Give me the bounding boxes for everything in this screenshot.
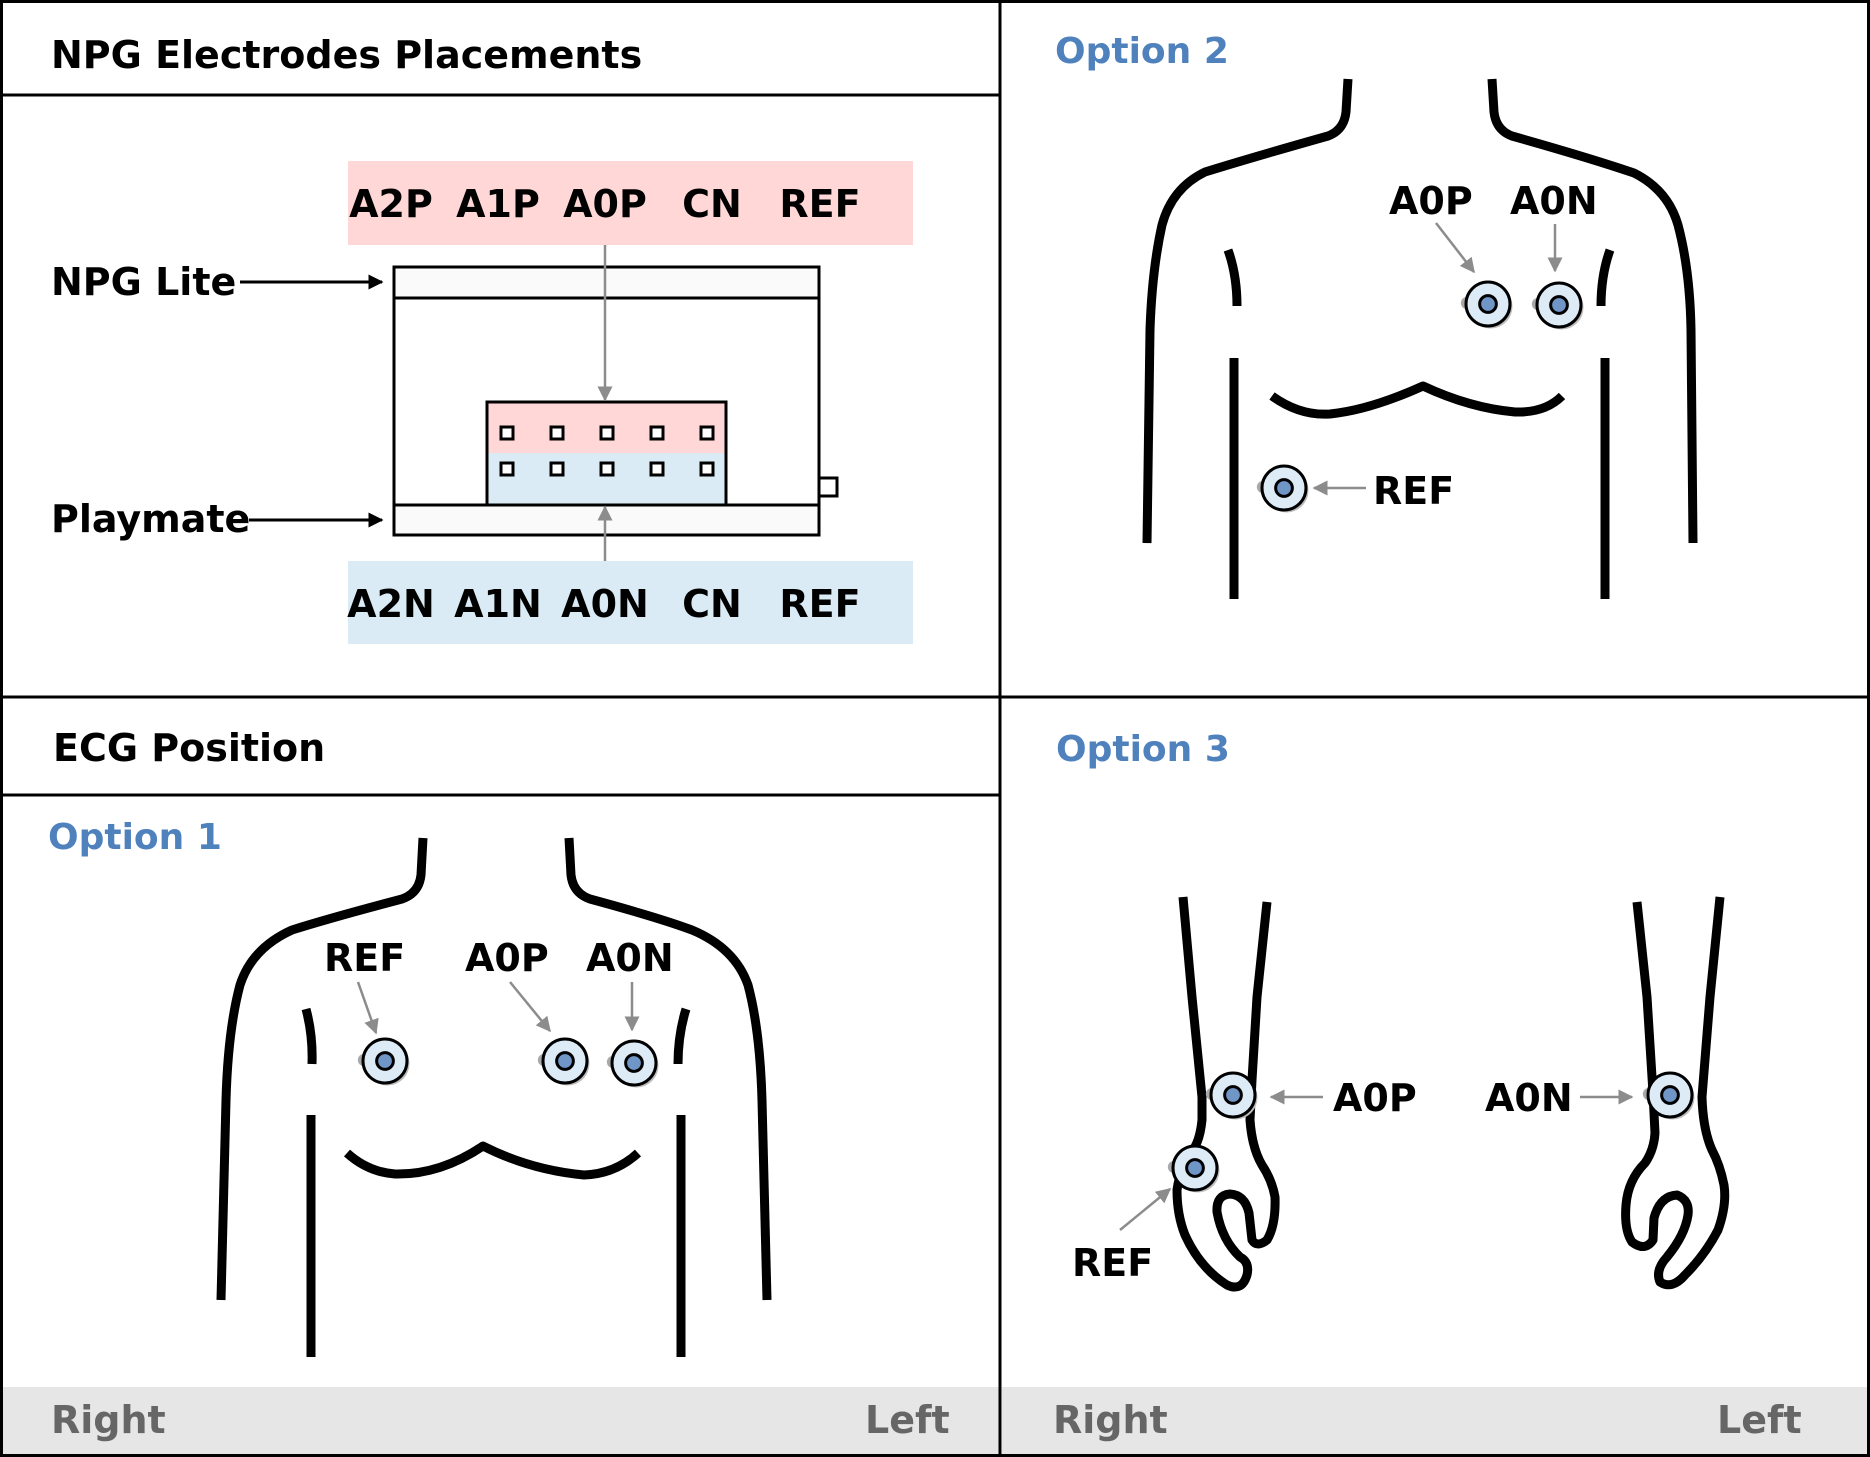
pin-hole	[599, 425, 615, 441]
option3-electrodes	[1167, 1071, 1695, 1193]
negative-pin-label: A1N	[454, 582, 542, 626]
negative-pin-label: REF	[779, 582, 860, 626]
electrode-a0p	[537, 1037, 590, 1086]
npg-lite-label: NPG Lite	[51, 260, 236, 304]
ecg-title: ECG Position	[53, 726, 325, 770]
pin-hole	[549, 461, 565, 477]
footer-left-side-label: Left	[1717, 1398, 1802, 1442]
positive-pin-label: A2P	[349, 182, 433, 226]
electrode-a0p	[1205, 1071, 1258, 1120]
pin-hole	[699, 425, 715, 441]
electrode-ref	[1256, 464, 1309, 513]
panel-option1: ECG Position Option 1 REF A0P A0N Right …	[48, 726, 950, 1442]
torso-outline	[216, 837, 772, 1357]
negative-pin-row-box	[348, 561, 913, 644]
electrode-a0n	[1642, 1071, 1695, 1120]
npg-lite-board	[392, 265, 821, 300]
negative-pin-label: A2N	[347, 582, 435, 626]
option1-title: Option 1	[48, 817, 222, 858]
electrode-gel-center	[1185, 1158, 1205, 1178]
electrode-gel-center	[1274, 478, 1294, 498]
panel-option3: Option 3 A0P REF A0N Right Left	[1053, 729, 1802, 1442]
pin-holes	[499, 425, 715, 477]
negative-pin-labels: A2N A1N A0N CN REF	[347, 582, 860, 626]
electrode-gel-center	[1549, 295, 1569, 315]
option3-title: Option 3	[1056, 729, 1230, 770]
option3-label-ref: REF	[1072, 1241, 1153, 1285]
positive-pin-label: A0P	[563, 182, 647, 226]
option2-electrodes	[1256, 280, 1584, 513]
positive-pin-label: CN	[682, 182, 742, 226]
option3-arrow-ref	[1119, 1188, 1172, 1231]
option1-arrow-ref	[356, 981, 379, 1035]
option3-label-a0n: A0N	[1485, 1076, 1573, 1120]
electrode-ref	[357, 1037, 410, 1086]
electrode-ref	[1167, 1144, 1220, 1193]
positive-pin-label: A1P	[456, 182, 540, 226]
option1-arrow-a0p	[509, 981, 551, 1033]
electrode-gel-center	[1223, 1085, 1243, 1105]
pin-hole	[649, 425, 665, 441]
option1-label-a0p: A0P	[465, 936, 549, 980]
pin-hole	[499, 425, 515, 441]
option1-label-ref: REF	[324, 936, 405, 980]
panel-option2: Option 2 A0P A0N REF	[1055, 31, 1698, 599]
option2-arrow-a0p	[1435, 222, 1475, 274]
electrode-a0p	[1460, 280, 1513, 329]
panel-placements: NPG Electrodes Placements A2P A1P A0P CN REF…	[51, 33, 913, 644]
playmate-label: Playmate	[51, 497, 250, 541]
electrode-a0n	[1531, 281, 1584, 330]
option1-label-a0n: A0N	[586, 936, 674, 980]
electrode-gel-center	[375, 1051, 395, 1071]
option2-label-a0n: A0N	[1510, 179, 1598, 223]
pin-hole	[699, 461, 715, 477]
electrode-gel-center	[1478, 294, 1498, 314]
negative-pin-label: CN	[682, 582, 742, 626]
connector-negative-half	[487, 453, 726, 505]
option2-label-a0p: A0P	[1389, 179, 1473, 223]
electrode-gel-center	[555, 1051, 575, 1071]
footer-right-side-label: Right	[51, 1398, 166, 1442]
footer-right-side-label: Right	[1053, 1398, 1168, 1442]
pin-hole	[549, 425, 565, 441]
positive-pin-row-box	[348, 161, 913, 245]
right-arm-outline	[1172, 896, 1280, 1292]
positive-pin-labels: A2P A1P A0P CN REF	[349, 182, 860, 226]
footer-bar-right-panel	[1002, 1387, 1867, 1454]
pin-hole	[649, 461, 665, 477]
pin-hole	[599, 461, 615, 477]
option2-label-ref: REF	[1373, 469, 1454, 513]
playmate-board	[392, 503, 821, 537]
option3-label-a0p: A0P	[1333, 1076, 1417, 1120]
positive-pin-label: REF	[779, 182, 860, 226]
footer-bar-left-panel	[3, 1387, 1000, 1454]
left-arm-outline	[1621, 896, 1730, 1290]
option2-title: Option 2	[1055, 31, 1229, 72]
torso-outline	[1142, 78, 1698, 599]
pin-header-connector	[485, 400, 728, 507]
pin-hole	[499, 461, 515, 477]
electrode-gel-center	[1660, 1085, 1680, 1105]
electrode-gel-center	[624, 1053, 644, 1073]
option1-electrodes	[357, 1037, 659, 1088]
electrode-a0n	[606, 1039, 659, 1088]
negative-pin-label: A0N	[561, 582, 649, 626]
side-connector	[817, 476, 839, 498]
footer-left-side-label: Left	[865, 1398, 950, 1442]
placements-title: NPG Electrodes Placements	[51, 33, 642, 77]
